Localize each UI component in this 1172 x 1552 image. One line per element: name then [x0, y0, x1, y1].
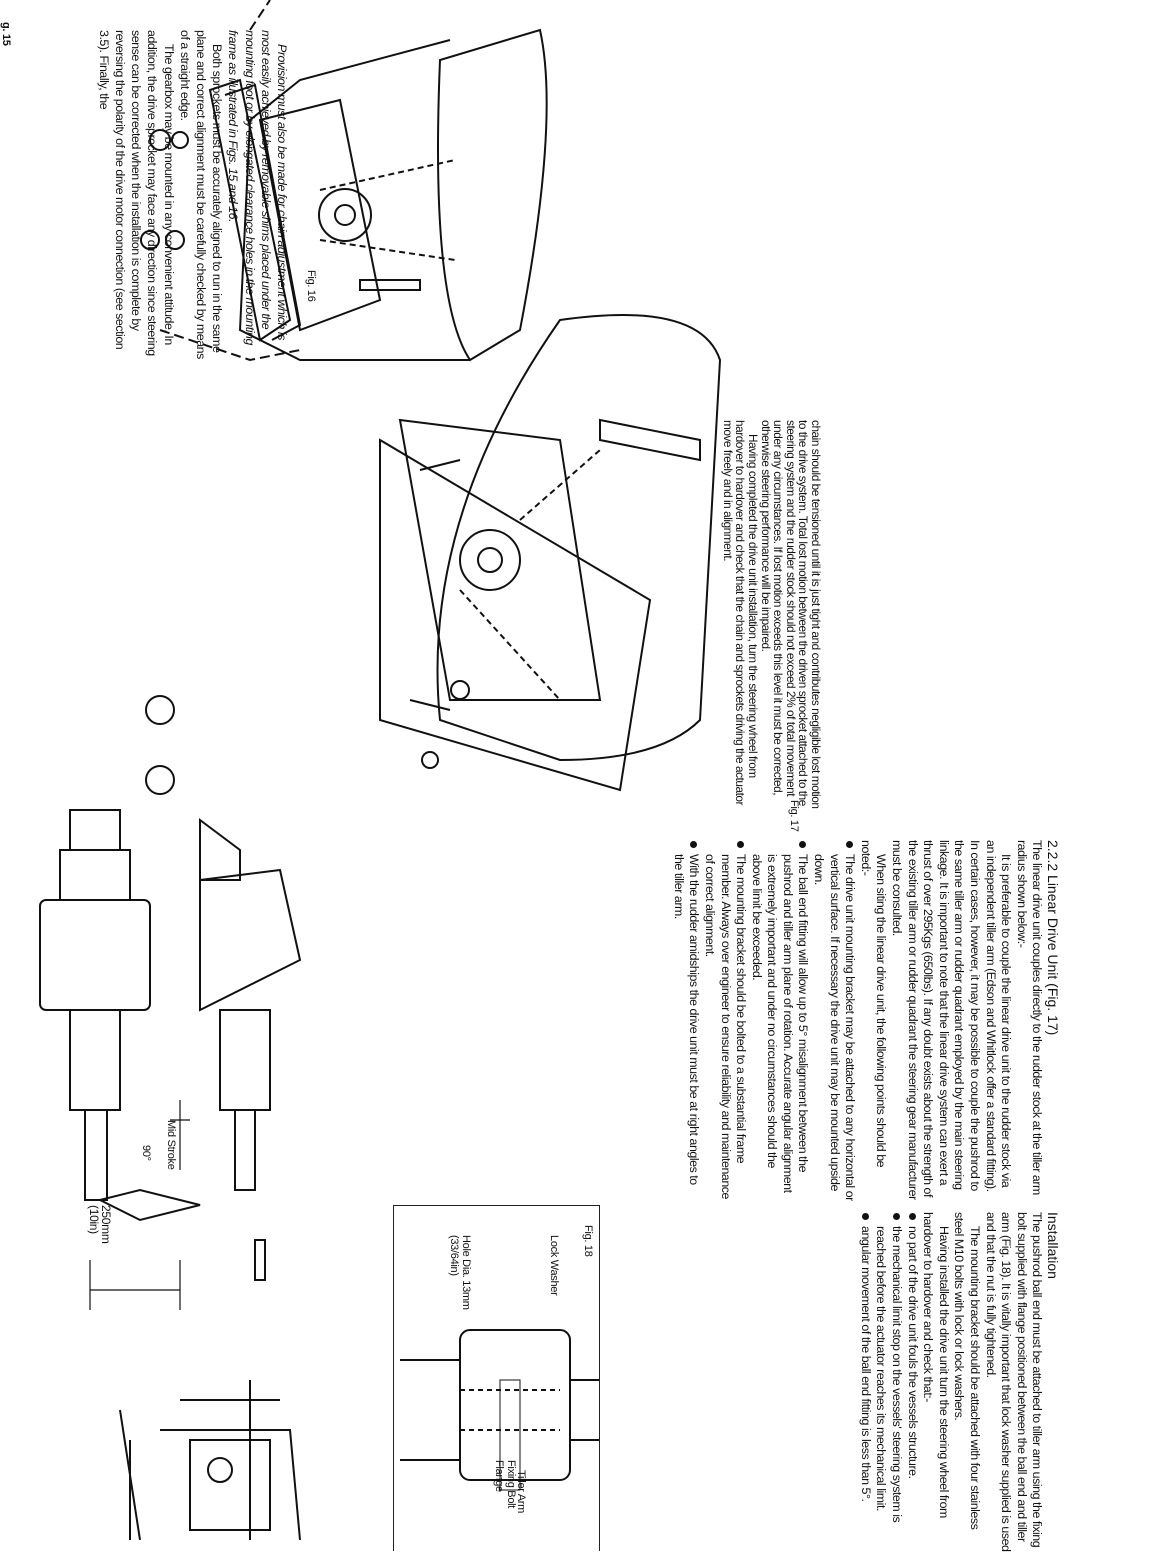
label-tiller-arm: Tiller Arm — [515, 1470, 527, 1514]
bullet-item: The drive unit mounting bracket may be a… — [811, 840, 857, 1202]
label-angle: 90° — [140, 1145, 152, 1161]
fig16-caption: Fig. 16 — [305, 270, 317, 302]
label-mid-stroke: Mid Stroke — [165, 1120, 177, 1170]
paragraph: The pushrod ball end must be attached to… — [983, 1212, 1045, 1552]
column-linear-drive: 2.2.2 Linear Drive Unit (Fig. 17) The li… — [670, 840, 1061, 1202]
label-fixing-bolt-flange: Fixing Bolt Flange — [493, 1460, 517, 1509]
bullet-item: The ball end fitting will allow up to 5°… — [748, 840, 811, 1202]
label-radius: 250mm (10in) — [87, 1205, 113, 1244]
fig17-caption: Fig. 17 — [788, 800, 800, 832]
bullet-item: angular movement of the ball end fitting… — [857, 1212, 873, 1552]
fig15-caption: g. 15 — [0, 22, 12, 46]
fig15-drive-drawing — [140, 0, 548, 362]
fig18-caption: Fig. 18 — [582, 1225, 594, 1257]
paragraph: The linear drive unit couples directly t… — [1014, 840, 1045, 1195]
column-installation: Installation The pushrod ball end must b… — [857, 1212, 1061, 1552]
paragraph: chain should be tensioned until it is ju… — [758, 420, 823, 809]
paragraph: It is preferable to couple the linear dr… — [890, 840, 1014, 1200]
paragraph: The mounting bracket should be attached … — [952, 1212, 983, 1530]
fig16-drive-drawing — [145, 314, 722, 795]
bullet-item: The mounting bracket should be bolted to… — [701, 840, 748, 1202]
bullet-item: no part of the drive unit fouls the vess… — [904, 1212, 920, 1552]
fig17-linear-drive-drawing — [39, 809, 302, 1310]
paragraph: When siting the linear drive unit, the f… — [858, 840, 889, 1168]
section-heading: Installation — [1045, 1212, 1061, 1279]
label-hole-dia: Hole Dia. 13mm (33/64in) — [448, 1235, 472, 1310]
paragraph: Having installed the drive unit turn the… — [921, 1212, 951, 1518]
fig18-ball-end-drawing — [119, 1329, 600, 1540]
paragraph: Both sprockets must be accurately aligne… — [177, 30, 225, 359]
bullet-item: With the rudder amidships the drive unit… — [670, 840, 702, 1202]
bullet-item: the mechanical limit stop on the vessels… — [873, 1212, 904, 1552]
paragraph: The gearbox may be mounted in any conven… — [96, 30, 176, 356]
label-lock-washer: Lock Washer — [548, 1235, 560, 1296]
column-chain-tension: chain should be tensioned until it is ju… — [720, 420, 823, 820]
paragraph: Having completed the drive unit installa… — [720, 420, 761, 806]
paragraph: Provision must also be made for chain ad… — [226, 30, 289, 345]
section-heading: 2.2.2 Linear Drive Unit (Fig. 17) — [1045, 840, 1061, 1036]
column-chain-adjustment: Provision must also be made for chain ad… — [96, 30, 290, 365]
